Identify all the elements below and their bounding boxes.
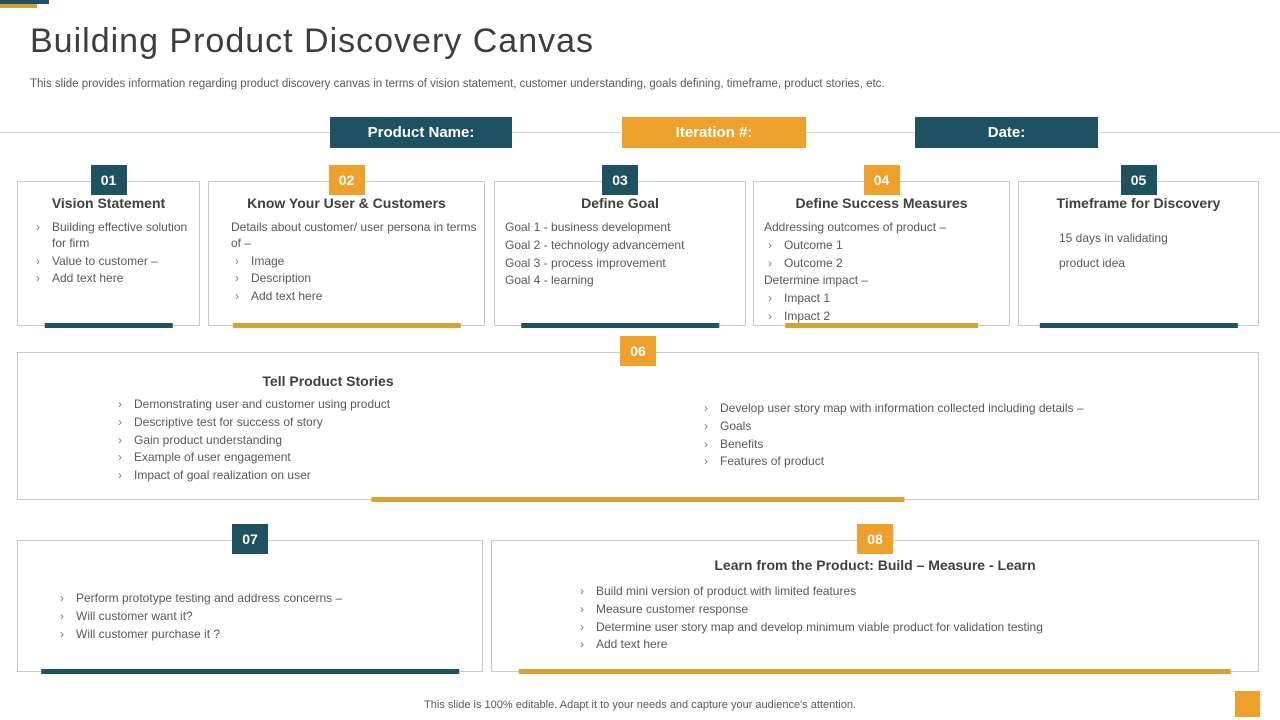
card-timeframe-discovery: 05 Timeframe for Discovery 15 days in va… xyxy=(1018,165,1259,328)
card-title: Define Goal xyxy=(581,195,659,211)
card-define-success-measures: 04 Define Success Measures Addressing ou… xyxy=(753,165,1010,328)
bullet-item: Impact of goal realization on user xyxy=(114,468,638,484)
text-line: Details about customer/ user persona in … xyxy=(231,220,477,250)
bullet-item: Goals xyxy=(700,419,1258,435)
product-name-label: Product Name: xyxy=(330,117,512,148)
bullet-item: Demonstrating user and customer using pr… xyxy=(114,397,638,413)
bullet-item: Benefits xyxy=(700,437,1258,453)
card-number-badge: 04 xyxy=(863,165,900,195)
card-title: Know Your User & Customers xyxy=(247,195,446,211)
card-body-right: Develop user story map with information … xyxy=(638,401,1258,470)
card-columns: Tell Product Stories Demonstrating user … xyxy=(18,353,1258,486)
bullet-item: Example of user engagement xyxy=(114,450,638,466)
card-tell-product-stories: 06 Tell Product Stories Demonstrating us… xyxy=(17,336,1259,502)
bullet-item: Description xyxy=(231,271,478,287)
card-title: Tell Product Stories xyxy=(262,373,394,389)
editable-note: This slide is 100% editable. Adapt it to… xyxy=(424,699,856,711)
card-prototype-testing: 07 Perform prototype testing and address… xyxy=(17,524,483,674)
bullet-item: Outcome 1 xyxy=(764,238,1003,254)
text-line: Goal 4 - learning xyxy=(505,273,594,288)
text-line: 15 days in validating xyxy=(1059,231,1168,245)
text-line: Determine impact – xyxy=(764,273,869,288)
bullet-item: Add text here xyxy=(32,271,193,287)
bullet-item: Gain product understanding xyxy=(114,433,638,449)
card-left-column: Tell Product Stories Demonstrating user … xyxy=(18,353,638,486)
card-accent-underline xyxy=(371,497,905,502)
text-line: Goal 3 - process improvement xyxy=(505,255,666,270)
card-vision-statement: 01 Vision Statement Building effective s… xyxy=(17,165,200,328)
card-accent-underline xyxy=(521,323,719,328)
text-line: Goal 1 - business development xyxy=(505,220,671,234)
card-accent-underline xyxy=(232,323,461,328)
card-accent-underline xyxy=(784,323,979,328)
bullet-item: Perform prototype testing and address co… xyxy=(56,591,472,607)
card-number-badge: 02 xyxy=(328,165,365,195)
card-learn-from-product: 08 Learn from the Product: Build – Measu… xyxy=(491,524,1259,674)
card-body: Building effective solution for firmValu… xyxy=(18,216,199,287)
card-title: Vision Statement xyxy=(51,195,166,211)
card-know-your-user: 02 Know Your User & Customers Details ab… xyxy=(208,165,485,328)
card-accent-underline xyxy=(518,669,1232,674)
card-body: Perform prototype testing and address co… xyxy=(18,541,482,642)
card-define-goal: 03 Define Goal Goal 1 - business develop… xyxy=(494,165,746,328)
card-accent-underline xyxy=(1039,323,1238,328)
card-accent-underline xyxy=(44,323,173,328)
bullet-item: Will customer want it? xyxy=(56,609,472,625)
card-body: 15 days in validating product idea xyxy=(1019,216,1258,272)
bullet-item: Determine user story map and develop min… xyxy=(576,620,1248,636)
card-body: Build mini version of product with limit… xyxy=(492,578,1258,653)
bullet-item: Descriptive test for success of story xyxy=(114,415,638,431)
bullet-item: Develop user story map with information … xyxy=(700,401,1258,417)
card-title: Learn from the Product: Build – Measure … xyxy=(714,557,1036,573)
card-number-badge: 01 xyxy=(90,165,127,195)
card-number-badge: 03 xyxy=(602,165,638,195)
card-right-column: Develop user story map with information … xyxy=(638,399,1258,486)
card-number-badge: 05 xyxy=(1120,165,1157,195)
bullet-item: Measure customer response xyxy=(576,602,1248,618)
text-line: Addressing outcomes of product – xyxy=(764,220,947,234)
card-body: Addressing outcomes of product – Outcome … xyxy=(754,216,1009,325)
bullet-item: Will customer purchase it ? xyxy=(56,627,472,643)
bullet-item: Value to customer – xyxy=(32,254,193,270)
bullet-item: Impact 1 xyxy=(764,291,1003,307)
card-number-badge: 07 xyxy=(232,524,268,554)
bottom-right-accent-square xyxy=(1235,691,1260,717)
bullet-item: Outcome 2 xyxy=(764,256,1003,272)
bullet-item: Image xyxy=(231,254,478,270)
card-accent-underline xyxy=(41,669,459,674)
iteration-label: Iteration #: xyxy=(622,117,806,148)
top-accent-teal-bar xyxy=(0,0,49,4)
bullet-item: Building effective solution for firm xyxy=(32,220,193,252)
page-title: Building Product Discovery Canvas xyxy=(30,22,595,60)
bullet-item: Add text here xyxy=(576,637,1248,653)
bullet-item: Add text here xyxy=(231,289,478,305)
bullet-item: Features of product xyxy=(700,454,1258,470)
card-body-left: Demonstrating user and customer using pr… xyxy=(18,397,638,484)
text-line: Goal 2 - technology advancement xyxy=(505,237,685,252)
card-title: Timeframe for Discovery xyxy=(1056,195,1221,211)
card-title: Define Success Measures xyxy=(795,195,968,211)
card-body: Details about customer/ user persona in … xyxy=(209,216,484,305)
card-number-badge: 06 xyxy=(620,336,656,366)
card-number-badge: 08 xyxy=(857,524,893,554)
text-line: product idea xyxy=(1059,255,1126,270)
bullet-item: Impact 2 xyxy=(764,309,1003,325)
slide-subtitle: This slide provides information regardin… xyxy=(30,78,885,90)
top-accent-gold-bar xyxy=(0,4,37,8)
date-label: Date: xyxy=(915,117,1098,148)
bullet-item: Build mini version of product with limit… xyxy=(576,584,1248,600)
